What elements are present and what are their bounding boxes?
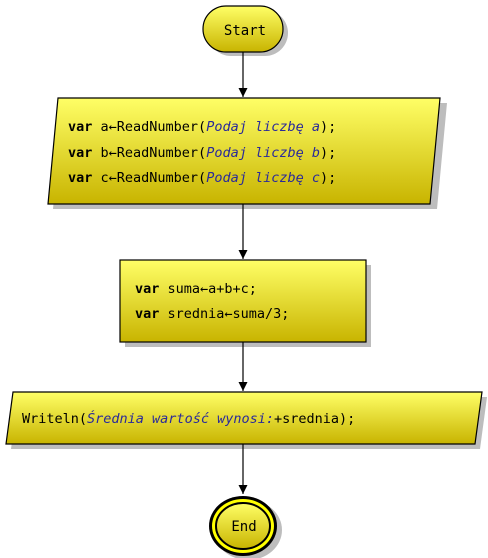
- output-node-shape: [5, 391, 483, 445]
- input-node: var a←ReadNumber(Podaj liczbę a); var b←…: [47, 97, 447, 209]
- end-label: End: [231, 519, 256, 535]
- start-label: Start: [224, 23, 266, 39]
- output-line: Writeln(Średnia wartość wynosi:+srednia)…: [22, 409, 355, 427]
- input-line-3: var c←ReadNumber(Podaj liczbę c);: [68, 170, 336, 186]
- end-node-shape: [215, 502, 271, 550]
- input-line-2: var b←ReadNumber(Podaj liczbę b);: [68, 145, 336, 161]
- process-node: var suma←a+b+c; var srednia←suma/3;: [119, 259, 371, 347]
- output-node: Writeln(Średnia wartość wynosi:+srednia)…: [5, 391, 487, 449]
- input-line-1: var a←ReadNumber(Podaj liczbę a);: [68, 119, 336, 135]
- process-line-1: var suma←a+b+c;: [135, 281, 257, 297]
- process-node-shape: [119, 259, 367, 343]
- end-node: End: [209, 496, 282, 558]
- start-node: Start: [202, 5, 288, 56]
- input-node-shape: [47, 97, 441, 205]
- process-line-2: var srednia←suma/3;: [135, 306, 289, 322]
